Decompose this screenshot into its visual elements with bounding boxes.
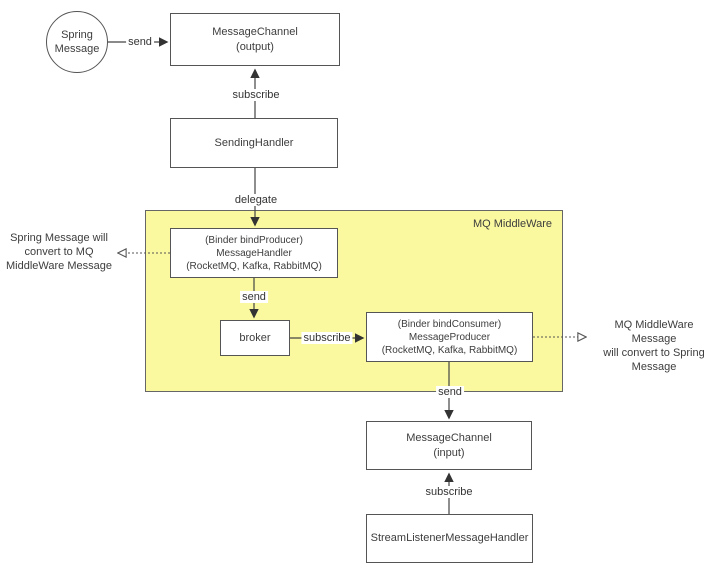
mq-middleware-label: MQ MiddleWare bbox=[472, 218, 552, 230]
node-stream-listener-label: StreamListenerMessageHandler bbox=[370, 532, 529, 545]
node-message-producer-line3: (RocketMQ, Kafka, RabbitMQ) bbox=[381, 344, 518, 356]
annotation-right-line1: MQ MiddleWare Message bbox=[614, 319, 694, 346]
node-sending-handler-label: SendingHandler bbox=[214, 136, 294, 149]
edge-label-send-spring-to-output: send bbox=[126, 36, 154, 48]
node-message-producer-line1: (Binder bindConsumer) bbox=[397, 318, 502, 330]
edge-label-delegate: delegate bbox=[232, 194, 280, 206]
node-message-handler-line1: (Binder bindProducer) bbox=[205, 234, 303, 246]
node-message-handler: (Binder bindProducer) MessageHandler (Ro… bbox=[170, 228, 338, 278]
node-message-channel-input-line1: MessageChannel bbox=[406, 432, 492, 445]
node-message-handler-line2: MessageHandler bbox=[216, 247, 292, 259]
node-message-channel-output: MessageChannel (output) bbox=[170, 13, 340, 66]
node-message-channel-input-line2: (input) bbox=[433, 446, 465, 459]
node-spring-message-line1: Spring bbox=[61, 28, 93, 41]
edge-label-send-handler-to-broker: send bbox=[240, 291, 268, 303]
edge-label-send-producer-to-input: send bbox=[436, 386, 464, 398]
edge-label-subscribe-broker-to-producer: subscribe bbox=[301, 332, 353, 344]
annotation-right-line3: Message bbox=[631, 361, 677, 374]
node-broker: broker bbox=[220, 320, 290, 356]
node-spring-message: Spring Message bbox=[46, 11, 108, 73]
annotation-right-line2: will convert to Spring bbox=[603, 347, 705, 360]
node-spring-message-line2: Message bbox=[54, 43, 100, 55]
node-message-channel-output-line1: MessageChannel bbox=[212, 26, 298, 39]
annotation-left-line1: Spring Message will bbox=[10, 232, 108, 244]
node-message-channel-output-line2: (output) bbox=[236, 40, 274, 53]
node-message-producer-line2: MessageProducer bbox=[408, 331, 491, 343]
node-message-producer: (Binder bindConsumer) MessageProducer (R… bbox=[366, 312, 533, 362]
edge-label-subscribe-sendinghandler-to-output: subscribe bbox=[230, 89, 282, 101]
node-stream-listener-message-handler: StreamListenerMessageHandler bbox=[366, 514, 533, 563]
annotation-left-line2: convert to MQ bbox=[24, 246, 94, 259]
node-broker-label: broker bbox=[239, 331, 271, 344]
node-sending-handler: SendingHandler bbox=[170, 118, 338, 168]
edge-label-subscribe-listener-to-input: subscribe bbox=[423, 486, 475, 498]
annotation-right-convert-note: MQ MiddleWare Message will convert to Sp… bbox=[592, 318, 716, 374]
node-message-handler-line3: (RocketMQ, Kafka, RabbitMQ) bbox=[186, 260, 322, 272]
annotation-left-convert-note: Spring Message will convert to MQ Middle… bbox=[2, 231, 116, 273]
node-message-channel-input: MessageChannel (input) bbox=[366, 421, 532, 470]
annotation-left-line3: MiddleWare Message bbox=[6, 260, 112, 273]
